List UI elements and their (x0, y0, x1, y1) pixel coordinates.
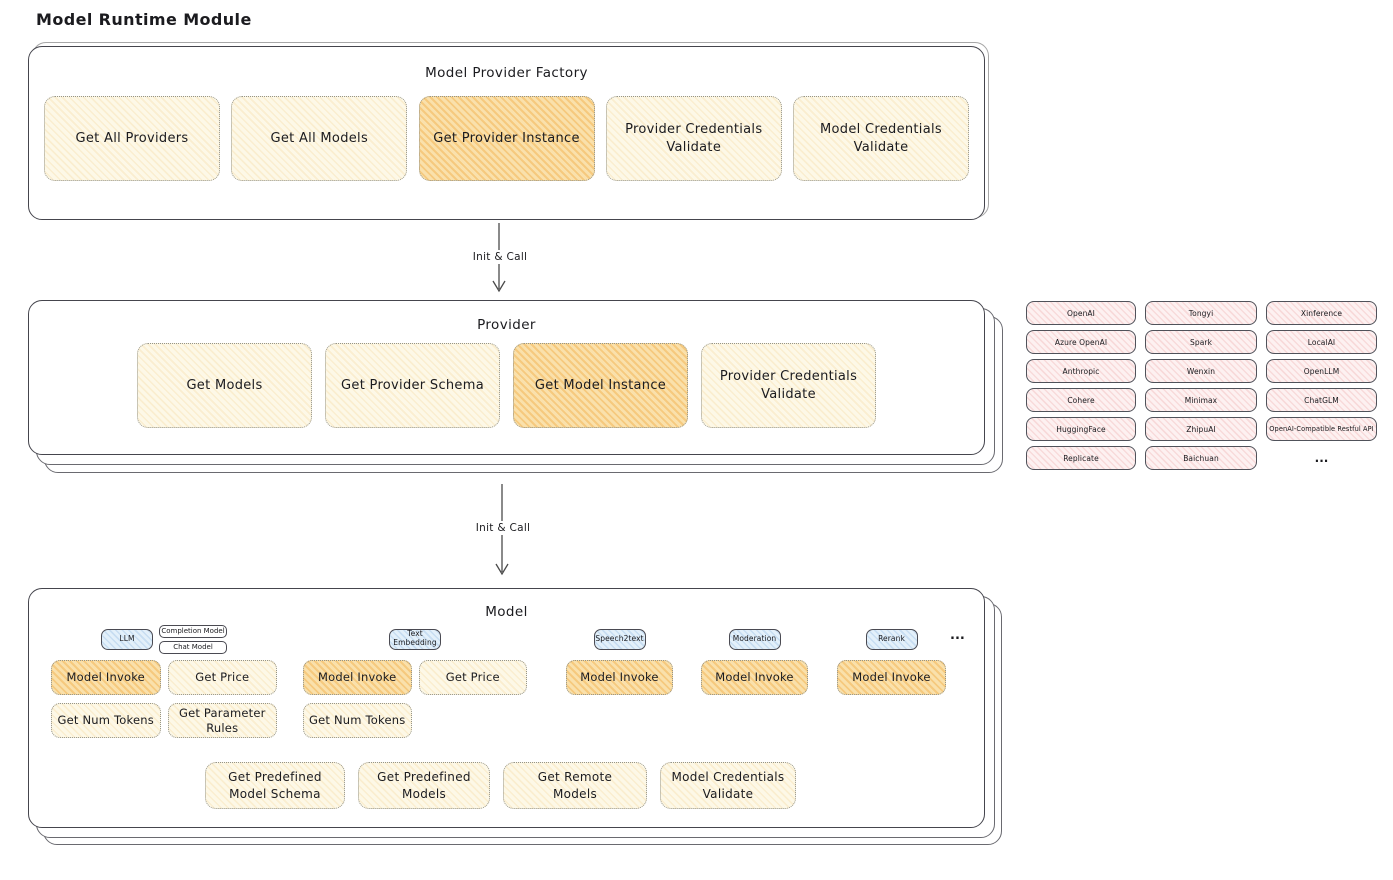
model-buttons-speech2text: Model Invoke (566, 660, 673, 695)
model-tag-llm: LLM (101, 628, 153, 650)
model-types-ellipsis: ... (950, 628, 965, 643)
model-bottom-buttons: Get Predefined Model Schema Get Predefine… (205, 762, 796, 809)
model-subtag-completion-model: Completion Model (159, 624, 227, 638)
provider-chip-ellipsis: ... (1314, 451, 1329, 465)
provider-button-provider-credentials-validate: Provider Credentials Validate (701, 343, 876, 428)
provider-chip-baichuan: Baichuan (1145, 446, 1257, 470)
model-tag-speech2text: Speech2text (593, 628, 646, 650)
model-bottom-button-get-remote-models: Get Remote Models (503, 762, 647, 809)
model-button-llm-model-invoke: Model Invoke (51, 660, 161, 695)
model-title: Model (485, 604, 528, 620)
model-tag-row-moderation: Moderation (728, 624, 781, 654)
provider-chip-huggingface: HuggingFace (1026, 417, 1136, 441)
factory-box: Model Provider Factory Get All Providers… (28, 46, 985, 220)
provider-button-get-models: Get Models (137, 343, 312, 428)
provider-chip-replicate: Replicate (1026, 446, 1136, 470)
provider-chip-localai: LocalAI (1266, 330, 1377, 354)
init-call-label-1: Init & Call (467, 250, 533, 264)
model-subtag-chat-model: Chat Model (159, 640, 227, 654)
model-buttons-rerank: Model Invoke (837, 660, 946, 695)
provider-chip-openllm: OpenLLM (1266, 359, 1377, 383)
model-button-rerank-model-invoke: Model Invoke (837, 660, 946, 695)
model-tag-row-speech2text: Speech2text (593, 624, 646, 654)
factory-button-get-provider-instance: Get Provider Instance (418, 96, 595, 181)
provider-title: Provider (477, 317, 536, 333)
model-tag-row-rerank: Rerank (865, 624, 918, 654)
model-bottom-button-get-predefined-models: Get Predefined Models (358, 762, 490, 809)
provider-chip-xinference: Xinference (1266, 301, 1377, 325)
provider-chip-tongyi: Tongyi (1145, 301, 1257, 325)
model-buttons-moderation: Model Invoke (701, 660, 808, 695)
provider-chip-openai: OpenAI (1026, 301, 1136, 325)
model-tag-moderation: Moderation (728, 628, 781, 650)
model-button-moderation-model-invoke: Model Invoke (701, 660, 808, 695)
provider-button-get-provider-schema: Get Provider Schema (325, 343, 500, 428)
provider-chip-azure-openai: Azure OpenAI (1026, 330, 1136, 354)
provider-chip-chatglm: ChatGLM (1266, 388, 1377, 412)
model-bottom-button-get-predefined-model-schema: Get Predefined Model Schema (205, 762, 345, 809)
provider-chip-anthropic: Anthropic (1026, 359, 1136, 383)
factory-button-provider-credentials-validate: Provider Credentials Validate (605, 96, 782, 181)
provider-chip-spark: Spark (1145, 330, 1257, 354)
model-button-text-embedding-model-invoke: Model Invoke (303, 660, 412, 695)
model-button-llm-get-parameter-rules: Get Parameter Rules (167, 703, 277, 738)
model-tag-row-text-embedding: Text Embedding (389, 624, 441, 654)
model-button-text-embedding-get-price: Get Price (418, 660, 527, 695)
provider-chip-minimax: Minimax (1145, 388, 1257, 412)
factory-title: Model Provider Factory (425, 65, 588, 81)
model-button-text-embedding-get-num-tokens: Get Num Tokens (303, 703, 412, 738)
model-button-llm-get-num-tokens: Get Num Tokens (51, 703, 161, 738)
model-bottom-button-model-credentials-validate: Model Credentials Validate (660, 762, 796, 809)
model-tag-text-embedding: Text Embedding (389, 628, 441, 650)
model-button-llm-get-price: Get Price (167, 660, 277, 695)
provider-chip-openai-compatible-restful-api: OpenAI-Compatible Restful API (1266, 417, 1377, 441)
init-call-label-2: Init & Call (470, 521, 536, 535)
provider-chip-wenxin: Wenxin (1145, 359, 1257, 383)
page-title: Model Runtime Module (36, 10, 252, 29)
model-tag-rerank: Rerank (865, 628, 918, 650)
factory-button-get-all-providers: Get All Providers (44, 96, 220, 181)
factory-button-get-all-models: Get All Models (231, 96, 408, 181)
provider-chip-zhipuai: ZhipuAI (1145, 417, 1257, 441)
model-button-speech2text-model-invoke: Model Invoke (566, 660, 673, 695)
provider-button-get-model-instance: Get Model Instance (513, 343, 688, 428)
provider-chip-cohere: Cohere (1026, 388, 1136, 412)
factory-button-model-credentials-validate: Model Credentials Validate (793, 96, 969, 181)
